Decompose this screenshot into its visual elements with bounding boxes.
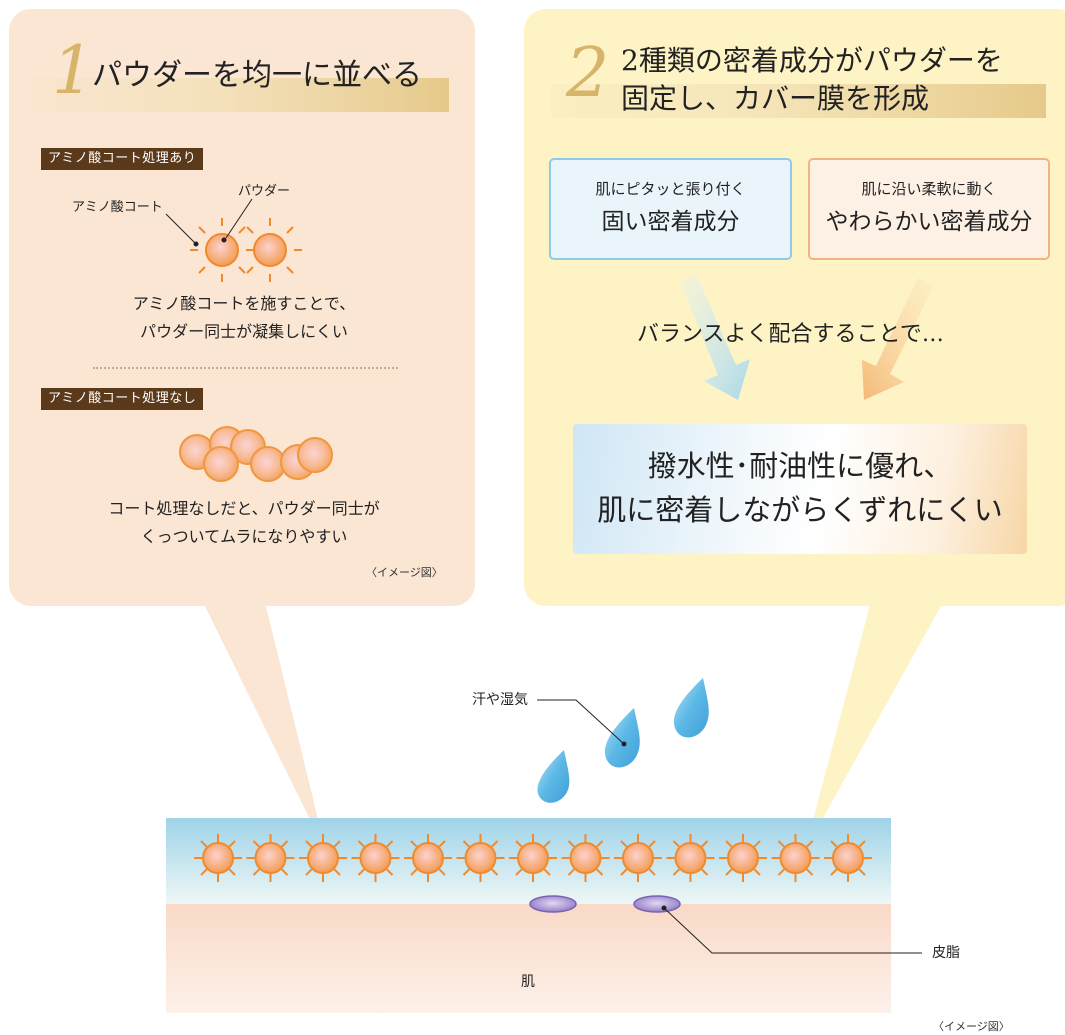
hard-adhesive-box: 肌にピタッと張り付く 固い密着成分	[549, 158, 792, 260]
coated-powder-particle	[404, 834, 452, 882]
result-box: 撥水性･耐油性に優れ、 肌に密着しながらくずれにくい	[573, 424, 1027, 554]
panel1-callout-tail	[197, 590, 326, 852]
powder-label: パウダー	[238, 184, 291, 199]
hard-adhesive-name: 固い密着成分	[601, 209, 740, 235]
sweat-leader-line	[537, 699, 625, 745]
without-coat-caption: コート処理なしだと、パウダー同士が くっついてムラになりやすい	[44, 495, 444, 551]
panel1-image-note: 〈イメージ図〉	[366, 566, 443, 579]
amino-coat-label: アミノ酸コート	[72, 200, 163, 215]
panel2-title-bar	[551, 84, 1046, 118]
coated-powder-particle	[194, 834, 242, 882]
powder-particle-row	[194, 834, 872, 882]
sweat-label: 汗や湿気	[472, 692, 528, 708]
skin-layer	[166, 904, 891, 1013]
sebum-particle	[529, 895, 577, 913]
without-coat-tag: アミノ酸コート処理なし	[41, 388, 204, 410]
coated-powder-particle	[351, 834, 400, 882]
without-coat-caption-line2: くっついてムラになりやすい	[140, 527, 348, 546]
with-coat-caption: アミノ酸コートを施すことで、 パウダー同士が凝集しにくい	[44, 290, 444, 346]
hard-adhesive-desc: 肌にピタッと張り付く	[595, 180, 746, 198]
coat-leader-line	[165, 213, 197, 245]
result-line2: 肌に密着しながらくずれにくい	[597, 493, 1003, 527]
skin-label: 肌	[521, 974, 535, 990]
water-droplet	[537, 750, 570, 803]
coated-powder-particle	[561, 834, 610, 882]
coated-powder-particle	[666, 834, 715, 882]
soft-adhesive-name: やわらかい密着成分	[825, 209, 1033, 235]
with-coat-caption-line1: アミノ酸コートを施すことで、	[132, 294, 356, 313]
coated-powder-particle	[824, 834, 872, 882]
result-line1: 撥水性･耐油性に優れ、	[647, 449, 953, 483]
sebum-label: 皮脂	[932, 945, 960, 961]
coated-particle	[246, 218, 302, 282]
panel1-title-bar	[33, 78, 449, 112]
panel1-step-number: 1	[52, 32, 94, 109]
bottom-image-note: 〈イメージ図〉	[933, 1020, 1010, 1033]
panel2-step-number: 2	[566, 34, 610, 113]
coated-powder-particle	[771, 834, 820, 882]
panel2-title-line1: 2種類の密着成分がパウダーを	[621, 44, 1003, 77]
soft-orange-arrow	[862, 278, 934, 400]
water-droplet	[673, 678, 709, 738]
sebum-leader-line	[663, 907, 922, 954]
coated-powder-particle	[299, 834, 347, 882]
powder-leader-line	[225, 198, 253, 239]
coated-powder-particle	[246, 834, 295, 882]
coated-powder-particle	[614, 834, 662, 882]
coated-particle	[190, 218, 254, 282]
soft-adhesive-box: 肌に沿い柔軟に動く やわらかい密着成分	[808, 158, 1050, 260]
panel2-callout-tail	[805, 590, 950, 850]
coated-powder-particle	[456, 834, 505, 882]
panel1-title: パウダーを均一に並べる	[92, 58, 422, 93]
without-coat-caption-line1: コート処理なしだと、パウダー同士が	[108, 499, 380, 518]
coated-powder-particle	[509, 834, 557, 882]
clumped-particles-illustration	[179, 426, 333, 482]
soft-blue-arrow	[680, 274, 750, 400]
with-coat-caption-line2: パウダー同士が凝集しにくい	[140, 322, 348, 341]
soft-adhesive-desc: 肌に沿い柔軟に動く	[861, 180, 997, 198]
panel2-title-line2: 固定し、カバー膜を形成	[621, 82, 930, 115]
water-droplet	[604, 708, 640, 768]
coated-powder-particle	[719, 834, 767, 882]
panel2-title: 2種類の密着成分がパウダーを 固定し、カバー膜を形成	[621, 42, 1003, 118]
coated-particles-illustration	[165, 198, 302, 282]
dotted-divider	[93, 367, 398, 369]
with-coat-tag: アミノ酸コート処理あり	[41, 148, 204, 170]
balance-text: バランスよく配合することで…	[637, 322, 944, 347]
sebum-particle	[633, 895, 681, 913]
